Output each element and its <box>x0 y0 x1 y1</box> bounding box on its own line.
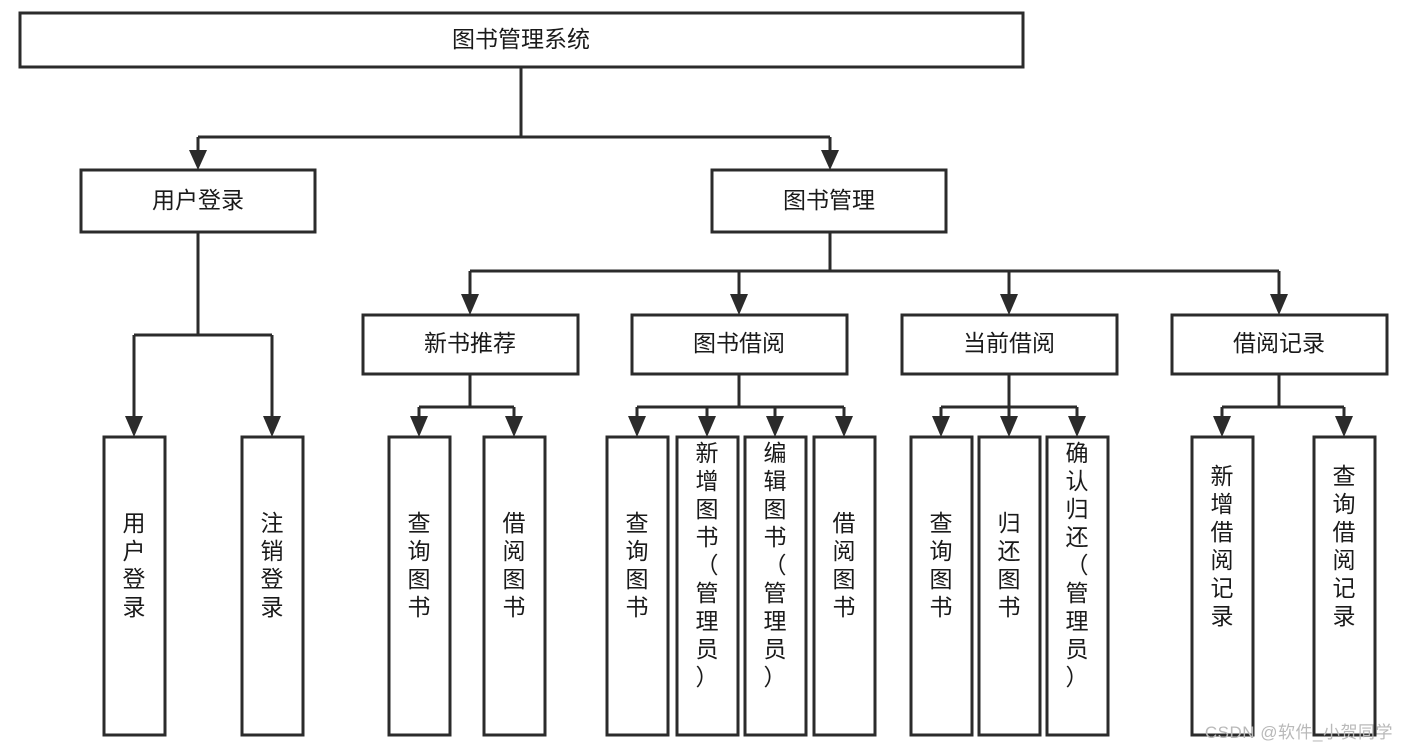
leaf-node[interactable]: 查询图书 <box>909 435 974 737</box>
leaf-box-nb-query-book[interactable] <box>387 435 452 737</box>
node-user-login-box[interactable] <box>79 168 317 234</box>
arrow-head-leaf-user-login <box>125 416 143 437</box>
leaf-box-cb-confirm-return[interactable] <box>1045 435 1110 737</box>
connectors-user-login-to-leaves <box>125 232 281 437</box>
leaf-label-br-query-record: 查询借阅记录 <box>1333 463 1356 629</box>
leaf-box-cb-return-book[interactable] <box>977 435 1042 737</box>
leaf-label-bb-borrow-book: 借阅图书 <box>833 510 856 620</box>
leaf-label-br-add-record: 新增借阅记录 <box>1211 463 1234 629</box>
arrow-head-to-book-borrow <box>730 294 748 315</box>
node-current-borrow-label: 当前借阅 <box>963 330 1055 356</box>
leaf-group-current-borrow: 查询图书 归还图书 确认归还（管理员） <box>909 435 1110 737</box>
leaf-group-user-login: 用户登录 注销登录 <box>102 435 305 737</box>
leaf-box-bb-edit-book[interactable] <box>743 435 808 737</box>
leaf-label-cb-confirm-return: 确认归还（管理员） <box>1066 440 1089 690</box>
arrow-head-bb-leaf-3 <box>766 416 784 437</box>
leaf-node[interactable]: 借阅图书 <box>812 435 877 737</box>
arrow-head-to-book-manage <box>821 150 839 170</box>
leaf-box-bb-query-book[interactable] <box>605 435 670 737</box>
leaf-node[interactable]: 新增图书（管理员） <box>675 435 740 737</box>
leaf-node[interactable]: 归还图书 <box>977 435 1042 737</box>
leaf-box-br-query-record[interactable] <box>1312 435 1377 737</box>
connectors-current-borrow-to-leaves <box>932 374 1086 437</box>
leaf-label-cb-return-book: 归还图书 <box>998 510 1021 620</box>
arrow-head-nb-leaf-2 <box>505 416 523 437</box>
arrow-head-to-new-book <box>461 294 479 315</box>
node-current-borrow-box[interactable] <box>900 313 1119 376</box>
node-root-box[interactable] <box>18 11 1025 69</box>
node-new-book-recommend-box[interactable] <box>361 313 580 376</box>
leaf-box-bb-add-book[interactable] <box>675 435 740 737</box>
node-book-manage-label: 图书管理 <box>783 187 875 213</box>
node-user-login[interactable]: 用户登录 <box>79 168 317 234</box>
arrow-head-bb-leaf-4 <box>835 416 853 437</box>
leaf-label-bb-edit-book: 编辑图书（管理员） <box>764 440 787 690</box>
node-borrow-record-label: 借阅记录 <box>1233 330 1325 356</box>
connectors-new-book-to-leaves <box>410 374 523 437</box>
leaf-label-logout: 注销登录 <box>261 510 284 620</box>
leaf-label-bb-query-book: 查询图书 <box>626 510 649 620</box>
leaf-box-br-add-record[interactable] <box>1190 435 1255 737</box>
leaf-box-logout[interactable] <box>240 435 305 737</box>
connectors-root-to-level2 <box>189 67 839 170</box>
leaf-label-nb-query-book: 查询图书 <box>408 510 431 620</box>
leaf-group-book-borrow: 查询图书 新增图书（管理员） 编辑图书（管理员） 借阅图书 <box>605 435 877 737</box>
node-book-manage[interactable]: 图书管理 <box>710 168 948 234</box>
leaf-node[interactable]: 借阅图书 <box>482 435 547 737</box>
arrow-head-br-leaf-2 <box>1335 416 1353 437</box>
leaf-node[interactable]: 新增借阅记录 <box>1190 435 1255 737</box>
arrow-head-leaf-logout <box>263 416 281 437</box>
arrow-head-cb-leaf-3 <box>1068 416 1086 437</box>
connectors-book-manage-to-level3 <box>461 232 1288 315</box>
node-root-label: 图书管理系统 <box>452 26 590 52</box>
node-borrow-record-box[interactable] <box>1170 313 1389 376</box>
leaf-group-new-book-recommend: 查询图书 借阅图书 <box>387 435 547 737</box>
leaf-box-nb-borrow-book[interactable] <box>482 435 547 737</box>
leaf-box-user-login[interactable] <box>102 435 167 737</box>
node-book-borrow-box[interactable] <box>630 313 849 376</box>
arrow-head-nb-leaf-1 <box>410 416 428 437</box>
node-book-manage-box[interactable] <box>710 168 948 234</box>
node-user-login-label: 用户登录 <box>152 187 244 213</box>
arrow-head-bb-leaf-2 <box>698 416 716 437</box>
connectors-book-borrow-to-leaves <box>628 374 853 437</box>
leaf-node[interactable]: 用户登录 <box>102 435 167 737</box>
arrow-head-cb-leaf-1 <box>932 416 950 437</box>
arrow-head-to-user-login <box>189 150 207 170</box>
leaf-box-cb-query-book[interactable] <box>909 435 974 737</box>
node-borrow-record[interactable]: 借阅记录 <box>1170 313 1389 376</box>
node-current-borrow[interactable]: 当前借阅 <box>900 313 1119 376</box>
leaf-node[interactable]: 查询借阅记录 <box>1312 435 1377 737</box>
leaf-node[interactable]: 编辑图书（管理员） <box>743 435 808 737</box>
leaf-label-bb-add-book: 新增图书（管理员） <box>696 440 719 690</box>
arrow-head-to-borrow-record <box>1270 294 1288 315</box>
node-root[interactable]: 图书管理系统 <box>18 11 1025 69</box>
leaf-node[interactable]: 查询图书 <box>605 435 670 737</box>
leaf-node[interactable]: 注销登录 <box>240 435 305 737</box>
leaf-box-bb-borrow-book[interactable] <box>812 435 877 737</box>
arrow-head-br-leaf-1 <box>1213 416 1231 437</box>
arrow-head-to-current-borrow <box>1000 294 1018 315</box>
node-new-book-recommend-label: 新书推荐 <box>424 330 516 356</box>
connectors-borrow-record-to-leaves <box>1213 374 1353 437</box>
leaf-label-cb-query-book: 查询图书 <box>930 510 953 620</box>
node-new-book-recommend[interactable]: 新书推荐 <box>361 313 580 376</box>
leaf-group-borrow-record: 新增借阅记录 查询借阅记录 <box>1190 435 1377 737</box>
leaf-label-nb-borrow-book: 借阅图书 <box>503 510 526 620</box>
leaf-label-user-login: 用户登录 <box>123 510 146 620</box>
node-book-borrow[interactable]: 图书借阅 <box>630 313 849 376</box>
node-book-borrow-label: 图书借阅 <box>693 330 785 356</box>
arrow-head-cb-leaf-2 <box>1000 416 1018 437</box>
leaf-node[interactable]: 查询图书 <box>387 435 452 737</box>
leaf-node[interactable]: 确认归还（管理员） <box>1045 435 1110 737</box>
arrow-head-bb-leaf-1 <box>628 416 646 437</box>
